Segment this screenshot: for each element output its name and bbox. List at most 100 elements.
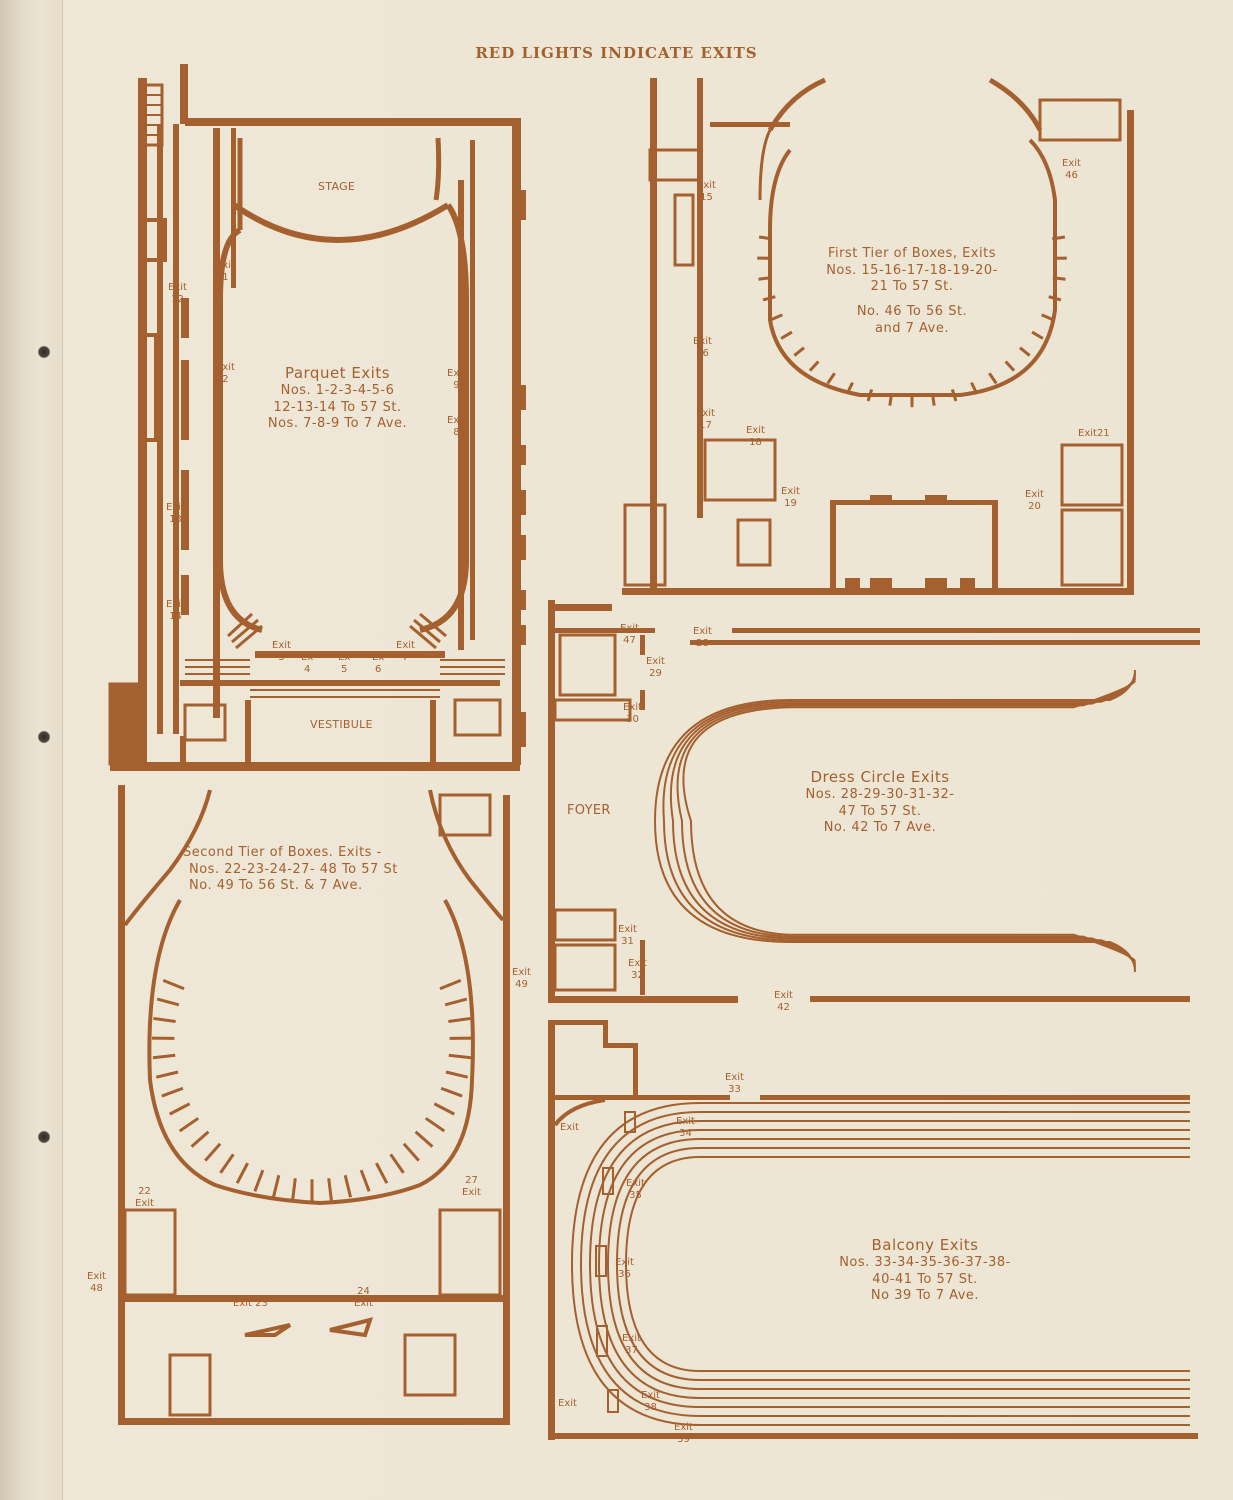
dress-circle-line-3: No. 42 To 7 Ave. xyxy=(823,820,937,836)
plan-stroke xyxy=(570,1102,1190,1426)
plan-stroke xyxy=(1031,330,1044,340)
balcony-plan xyxy=(548,1020,1198,1440)
second-tier-plan xyxy=(118,785,510,1425)
plan-stroke xyxy=(662,672,1136,970)
exit-marker: Exit 23 xyxy=(233,1298,268,1309)
plan-stroke xyxy=(445,1070,469,1079)
plan-stroke xyxy=(888,393,894,406)
plan-stroke xyxy=(653,669,1136,973)
plan-stroke xyxy=(624,1156,1190,1372)
balcony-line-2: 40-41 To 57 St. xyxy=(872,1271,978,1287)
stage-label: STAGE xyxy=(318,180,356,193)
exit-marker: Exit xyxy=(560,1122,579,1133)
second-tier-caption: Second Tier of Boxes. Exits - Nos. 22-23… xyxy=(183,845,438,895)
plan-stroke xyxy=(152,1053,176,1060)
plan-stroke xyxy=(178,1117,200,1133)
plan-stroke xyxy=(597,1129,1190,1399)
plan-stroke xyxy=(253,1169,265,1192)
plan-stroke xyxy=(866,388,874,402)
dress-circle-line-2: 47 To 57 St. xyxy=(838,803,922,819)
plan-stroke xyxy=(793,346,805,357)
plan-stroke xyxy=(389,1153,405,1174)
plan-stroke xyxy=(433,1102,455,1116)
balcony-caption: Balcony Exits Nos. 33-34-35-36-37-38- 40… xyxy=(795,1236,1055,1305)
plan-stroke xyxy=(676,677,1136,965)
first-tier-plan xyxy=(622,77,1134,595)
staple xyxy=(38,1130,50,1144)
plan-stroke xyxy=(162,978,185,991)
dress-circle-title: Dress Circle Exits xyxy=(810,768,950,786)
plan-stroke xyxy=(327,1178,333,1201)
dress-circle-caption: Dress Circle Exits Nos. 28-29-30-31-32- … xyxy=(780,768,980,837)
plan-stroke xyxy=(770,313,783,322)
plan-stroke xyxy=(615,1147,1190,1381)
plan-stroke xyxy=(190,1130,210,1148)
first-tier-line-4: and 7 Ave. xyxy=(875,320,949,336)
balcony-line-3: No 39 To 7 Ave. xyxy=(870,1288,980,1304)
plan-stroke xyxy=(588,1120,1190,1408)
second-tier-line-2: No. 49 To 56 St. & 7 Ave. xyxy=(189,878,363,894)
balcony-line-1: Nos. 33-34-35-36-37-38- xyxy=(839,1255,1011,1271)
plan-stroke xyxy=(402,1142,420,1162)
plan-stroke xyxy=(826,372,836,385)
first-tier-caption: First Tier of Boxes, Exits Nos. 15-16-17… xyxy=(812,246,1012,337)
second-tier-line-1: Nos. 22-23-24-27- 48 To 57 St xyxy=(189,861,398,877)
first-tier-line-2: 21 To 57 St. xyxy=(870,279,954,295)
vestibule-label: VESTIBULE xyxy=(310,718,373,731)
plan-stroke xyxy=(988,372,998,385)
plan-stroke xyxy=(758,235,772,241)
plan-stroke xyxy=(156,997,180,1007)
plan-stroke xyxy=(579,1111,1190,1417)
plan-stroke xyxy=(414,1130,434,1148)
parquet-title: Parquet Exits xyxy=(284,364,391,382)
plan-stroke xyxy=(1019,346,1031,357)
plan-stroke xyxy=(440,1086,463,1098)
plan-stroke xyxy=(439,978,462,991)
first-tier-line-1: Nos. 15-16-17-18-19-20- xyxy=(826,262,998,278)
plan-stroke xyxy=(1048,295,1062,302)
plan-stroke xyxy=(845,381,854,395)
dress-circle-line-1: Nos. 28-29-30-31-32- xyxy=(805,787,955,803)
binding-spine xyxy=(0,0,63,1500)
plan-stroke xyxy=(1041,313,1054,322)
plan-stroke xyxy=(155,1070,179,1079)
plan-stroke xyxy=(1052,235,1066,241)
plan-stroke xyxy=(448,1016,471,1023)
balcony-title: Balcony Exits xyxy=(871,1236,979,1254)
staple xyxy=(38,345,50,359)
plan-stroke xyxy=(271,1174,281,1198)
plan-stroke xyxy=(448,1053,472,1060)
plan-stroke xyxy=(204,1142,222,1162)
plan-stroke xyxy=(1052,276,1066,281)
plan-stroke xyxy=(235,1162,249,1184)
plan-stroke xyxy=(682,680,1136,962)
plan-stroke xyxy=(359,1169,371,1192)
plan-stroke xyxy=(169,1102,191,1116)
second-tier-title: Second Tier of Boxes. Exits - xyxy=(183,845,382,860)
plan-stroke xyxy=(669,675,1136,967)
